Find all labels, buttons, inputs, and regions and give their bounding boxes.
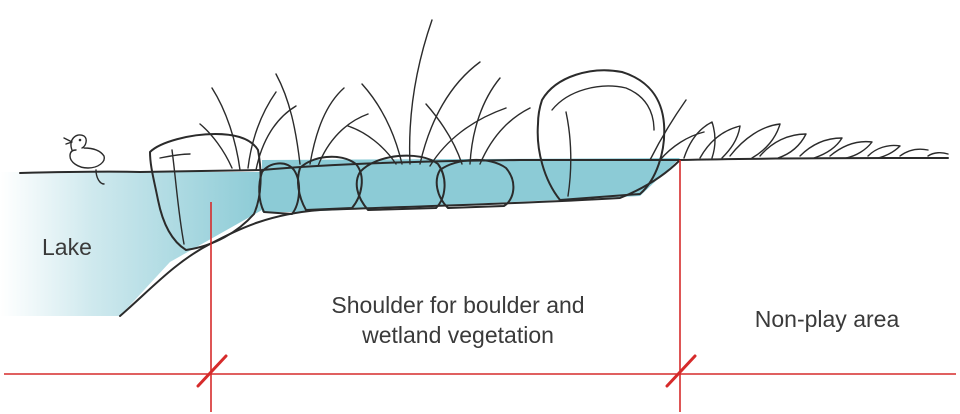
shoulder-label: Shoulder for boulder and wetland vegetat… (268, 290, 648, 350)
dimension-tick-right (667, 356, 695, 386)
dimension-tick-left (198, 356, 226, 386)
lake-water (0, 172, 262, 316)
non-play-area-label: Non-play area (712, 304, 942, 334)
shoulder-label-line-2: wetland vegetation (268, 320, 648, 350)
bank-shrubs (684, 122, 948, 158)
wetland-grasses (200, 20, 704, 170)
shoulder-label-line-1: Shoulder for boulder and (268, 290, 648, 320)
lake-label: Lake (42, 232, 92, 262)
